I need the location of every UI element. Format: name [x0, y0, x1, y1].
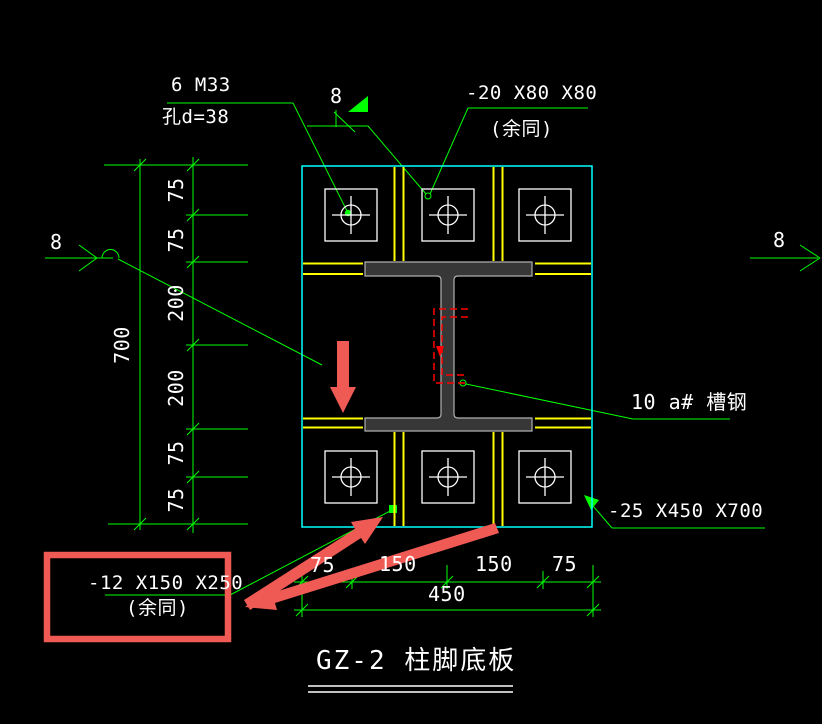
drawing-title: GZ-2 柱脚底板 — [316, 646, 517, 676]
dim-left-75c: 75 — [164, 440, 188, 466]
label-stiffener-plate-note: (余同) — [126, 597, 189, 619]
label-weld-size-left: 8 — [50, 230, 63, 254]
bolt-hole-crosshair — [429, 458, 467, 496]
dim-bottom-total: 450 — [428, 582, 466, 606]
label-stiffener-plate: -12 X150 X250 — [88, 572, 244, 594]
bolt-hole-crosshair — [526, 458, 564, 496]
dim-left-200a: 200 — [164, 284, 188, 322]
channel-steel-dashed-outline — [433, 308, 468, 384]
base-plate-outline — [301, 165, 593, 528]
dim-left-200b: 200 — [164, 369, 188, 407]
h-column-section — [364, 261, 533, 432]
weld-callout-top — [307, 96, 432, 200]
dim-bottom-75b: 75 — [552, 552, 578, 576]
label-hole-diameter: 孔d=38 — [162, 106, 230, 128]
red-highlight-box — [43, 551, 232, 643]
title-underline — [308, 685, 513, 693]
anchor-bolt-plates — [324, 188, 572, 504]
corner-plate-leader — [429, 107, 588, 195]
label-weld-size-right: 8 — [773, 228, 786, 252]
bolt-hole-crosshair — [429, 196, 467, 234]
label-bolt-count: 6 M33 — [171, 74, 231, 96]
dim-left-75d: 75 — [164, 487, 188, 513]
stiffener-lines — [303, 167, 591, 526]
bolt-hole-crosshair — [332, 196, 370, 234]
dim-left-75a: 75 — [164, 177, 188, 203]
channel-mini-arrow — [436, 346, 444, 357]
bolt-hole-crosshair — [332, 458, 370, 496]
dim-bottom-75a: 75 — [310, 553, 336, 577]
dim-left-total: 700 — [110, 326, 134, 364]
label-weld-size-top: 8 — [330, 84, 343, 108]
weld-callout-right — [750, 244, 821, 272]
bolt-hole-crosshair — [526, 196, 564, 234]
label-channel-steel: 10 a# 槽钢 — [631, 390, 748, 414]
dim-bottom-150a: 150 — [379, 552, 417, 576]
red-arrow-up-right — [244, 517, 383, 610]
label-corner-plate: -20 X80 X80 — [466, 82, 598, 104]
dimension-chain-left — [104, 157, 248, 533]
dim-left-75b: 75 — [164, 227, 188, 253]
red-arrow-down — [330, 341, 356, 413]
grip-point — [389, 505, 397, 513]
dimension-chain-bottom — [294, 565, 601, 617]
label-corner-plate-note: (余同) — [490, 118, 553, 140]
red-arrow-down-left — [245, 523, 499, 610]
label-base-plate: -25 X450 X700 — [608, 500, 764, 522]
dim-bottom-150b: 150 — [475, 552, 513, 576]
weld-callout-left — [45, 244, 323, 366]
weld-flag-triangle — [348, 96, 368, 112]
